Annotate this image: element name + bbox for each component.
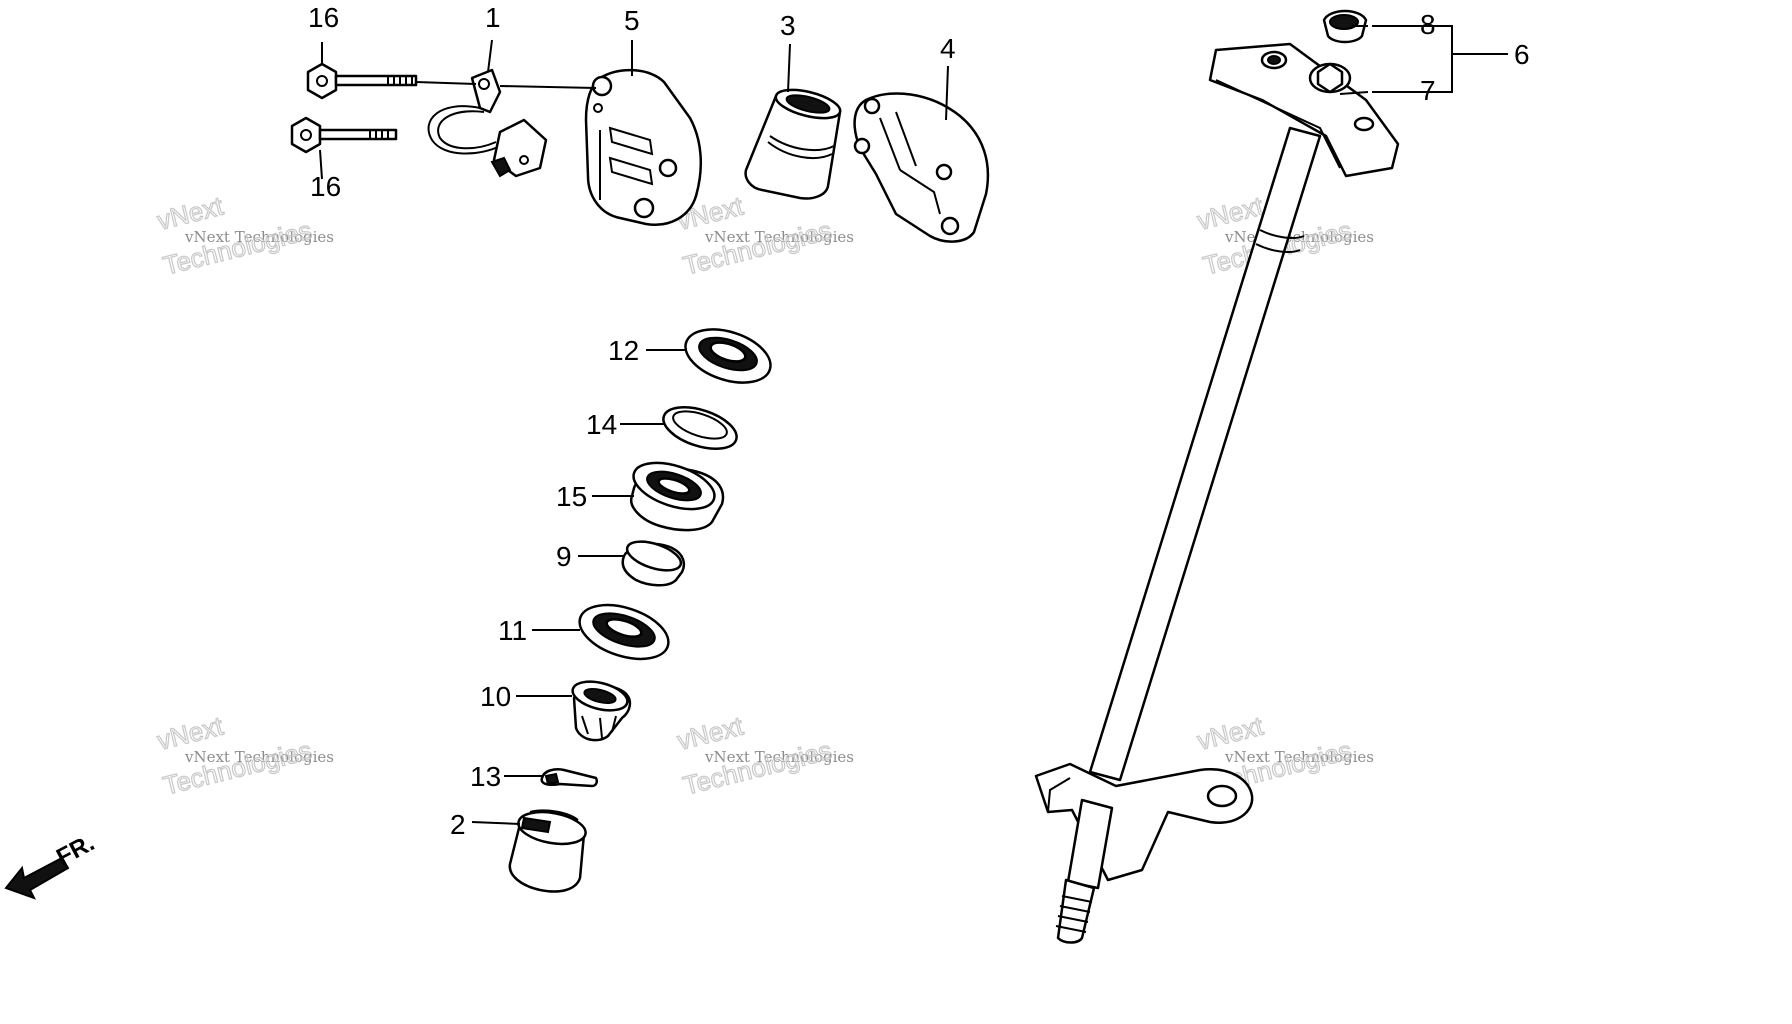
part-oil-seal (684, 328, 772, 384)
callout-12: 12 (608, 335, 639, 366)
part-nut (571, 680, 632, 742)
part-castle-nut (508, 809, 587, 893)
part-lower-holder (853, 92, 990, 243)
part-washer (662, 405, 738, 451)
callout-14: 14 (586, 409, 617, 440)
callout-16-lower: 16 (310, 171, 341, 202)
front-direction-indicator: FR. (4, 829, 99, 900)
leader-lines (319, 25, 1508, 825)
callout-3: 3 (780, 10, 796, 41)
callout-11: 11 (498, 615, 527, 646)
callout-10: 10 (480, 681, 511, 712)
watermark-bottom-center: vNext vNext Technologies Technologies (674, 710, 854, 801)
callout-7: 7 (1420, 75, 1436, 106)
callout-4: 4 (940, 33, 956, 64)
callout-1: 1 (485, 2, 501, 33)
part-bolt-upper (306, 62, 418, 100)
watermark-line2: vNext Technologies (704, 228, 854, 246)
watermark-line2: vNext Technologies (704, 748, 854, 766)
watermark-line2: vNext Technologies (184, 748, 334, 766)
watermark-line2: vNext Technologies (184, 228, 334, 246)
part-bolt-lower (290, 116, 398, 154)
callout-13: 13 (470, 761, 501, 792)
watermark-top-left: vNext vNext Technologies Technologies (154, 190, 334, 281)
part-upper-holder (584, 68, 703, 227)
callout-2: 2 (450, 809, 466, 840)
part-steering-shaft (1034, 9, 1400, 944)
callout-9: 9 (556, 541, 572, 572)
callout-labels: 16 1 5 3 4 8 6 7 16 12 14 15 9 11 10 13 … (308, 2, 1530, 840)
callout-5: 5 (624, 5, 640, 36)
part-bearing-upper (629, 461, 725, 532)
callout-16-upper: 16 (308, 2, 339, 33)
part-bearing-lower (578, 603, 670, 661)
callout-6: 6 (1514, 39, 1530, 70)
watermark-top-center: vNext vNext Technologies Technologies (674, 190, 854, 281)
front-arrow-icon (4, 856, 70, 900)
watermark-line2: vNext Technologies (1224, 748, 1374, 766)
part-cotter-pin (540, 768, 599, 788)
part-bushing (744, 88, 842, 200)
callout-8: 8 (1420, 9, 1436, 40)
callout-15: 15 (556, 481, 587, 512)
watermark-bottom-left: vNext vNext Technologies Technologies (154, 710, 334, 801)
part-collar (621, 540, 686, 587)
